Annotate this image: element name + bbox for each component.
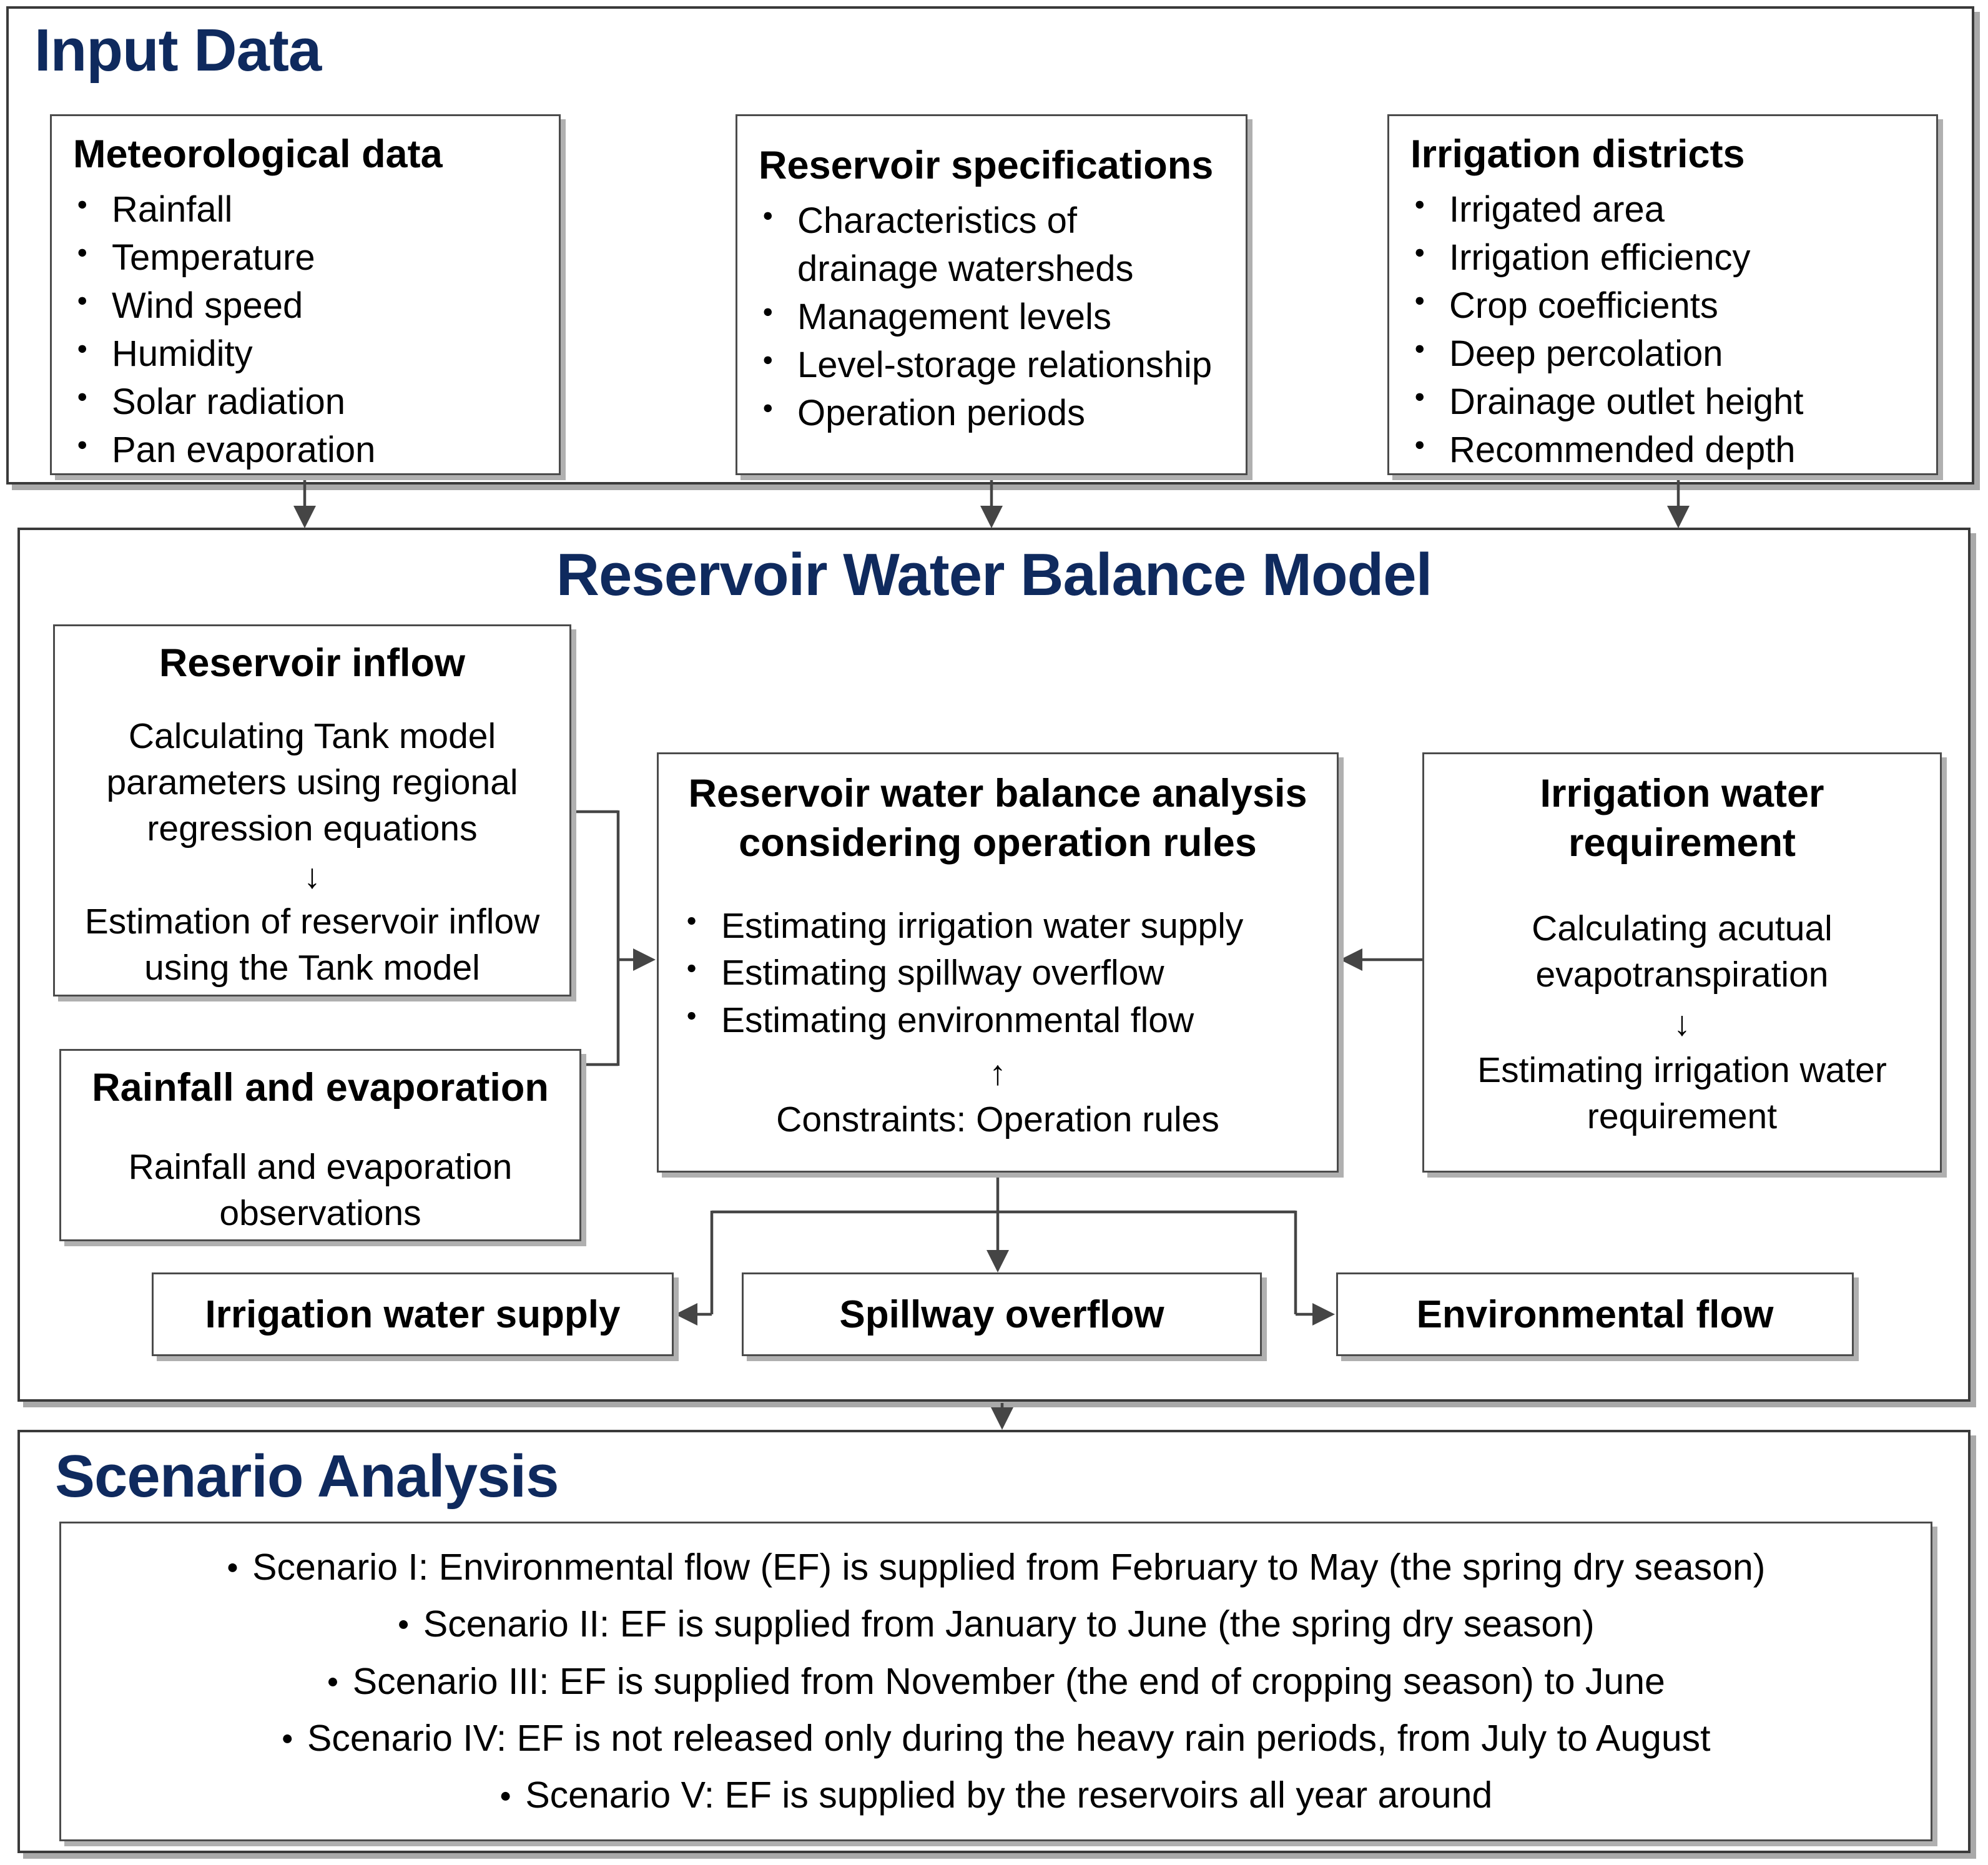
meteorological-data-box-title: Meteorological data [73,132,443,176]
scenario-section-frame [17,1430,1971,1853]
irrigation-districts-box-title: Irrigation districts [1410,132,1745,176]
rainfall-evaporation-box-title: Rainfall and evaporation [92,1066,549,1110]
list-item: Level-storage relationship [759,341,1224,389]
reservoir-inflow-box-title: Reservoir inflow [159,641,466,685]
reservoir-inflow-box: Reservoir inflow Calculating Tank model … [53,624,571,996]
input-data-title: Input Data [34,17,322,84]
list-item: Deep percolation [1410,330,1915,378]
reservoir-specifications-box-title: Reservoir specifications [759,144,1214,187]
list-item: Pan evaporation [73,426,538,474]
model-to-scenario-arrow [991,1403,1013,1430]
input-to-model-arrows [293,478,1690,528]
down-arrow-icon: ↓ [303,857,321,896]
scenario-item: Scenario IV: EF is not released only dur… [281,1716,1711,1761]
reservoir-inflow-step2: Estimation of reservoir inflow using the… [84,902,540,988]
irrigation-requirement-box-title: Irrigation water requirement [1540,772,1824,865]
irrigation-districts-box: Irrigation districts Irrigated area Irri… [1387,114,1938,475]
reservoir-specifications-box: Reservoir specifications Characteristics… [736,114,1247,475]
meteorological-data-list: Rainfall Temperature Wind speed Humidity… [73,185,538,475]
spillway-overflow-output-box: Spillway overflow [742,1272,1262,1356]
irrigation-requirement-box: Irrigation water requirement Calculating… [1422,752,1942,1173]
list-item: Wind speed [73,282,538,330]
balance-analysis-list: Estimating irrigation water supply Estim… [682,903,1243,1045]
balance-analysis-box: Reservoir water balance analysis conside… [657,752,1339,1173]
irrigation-water-supply-label: Irrigation water supply [205,1292,621,1336]
list-item: Solar radiation [73,378,538,426]
list-item: Temperature [73,234,538,282]
irrigation-districts-list: Irrigated area Irrigation efficiency Cro… [1410,185,1915,475]
irrigation-water-supply-output-box: Irrigation water supply [152,1272,674,1356]
list-item: Estimating irrigation water supply [682,903,1243,950]
irrigation-requirement-step1: Calculating acutual evapotranspiration [1532,908,1833,995]
list-item: Irrigated area [1410,185,1915,234]
irrigation-requirement-step2: Estimating irrigation water requirement [1477,1050,1887,1136]
list-item: Drainage outlet height [1410,378,1915,426]
environmental-flow-label: Environmental flow [1416,1292,1774,1336]
list-item: Crop coefficients [1410,282,1915,330]
scenario-analysis-title: Scenario Analysis [55,1443,559,1510]
spillway-overflow-label: Spillway overflow [839,1292,1164,1336]
scenario-item: Scenario III: EF is supplied from Novemb… [327,1660,1665,1704]
list-item: Estimating spillway overflow [682,950,1243,997]
scenario-item: Scenario II: EF is supplied from January… [397,1602,1595,1646]
list-item: Operation periods [759,389,1224,437]
scenario-item: Scenario I: Environmental flow (EF) is s… [227,1545,1765,1590]
balance-constraints: Constraints: Operation rules [776,1099,1219,1139]
up-arrow-icon: ↑ [989,1053,1006,1092]
list-item: Humidity [73,330,538,378]
list-item: Recommended depth [1410,426,1915,474]
meteorological-data-box: Meteorological data Rainfall Temperature… [50,114,561,475]
scenario-item: Scenario V: EF is supplied by the reserv… [499,1773,1492,1818]
list-item: Rainfall [73,185,538,234]
reservoir-inflow-step1: Calculating Tank model parameters using … [106,716,518,849]
model-title: Reservoir Water Balance Model [556,541,1433,608]
reservoir-specifications-list: Characteristics of drainage watersheds M… [759,197,1224,438]
environmental-flow-output-box: Environmental flow [1336,1272,1854,1356]
balance-analysis-box-title: Reservoir water balance analysis conside… [688,772,1307,865]
list-item: Management levels [759,293,1224,341]
rainfall-evaporation-body: Rainfall and evaporation observations [128,1146,513,1233]
list-item: Estimating environmental flow [682,997,1243,1045]
list-item: Characteristics of drainage watersheds [759,197,1224,293]
down-arrow-icon: ↓ [1673,1003,1691,1043]
model-section-frame [17,528,1971,1402]
rainfall-evaporation-box: Rainfall and evaporation Rainfall and ev… [59,1049,581,1241]
list-item: Irrigation efficiency [1410,234,1915,282]
scenario-list-box: Scenario I: Environmental flow (EF) is s… [59,1522,1932,1841]
